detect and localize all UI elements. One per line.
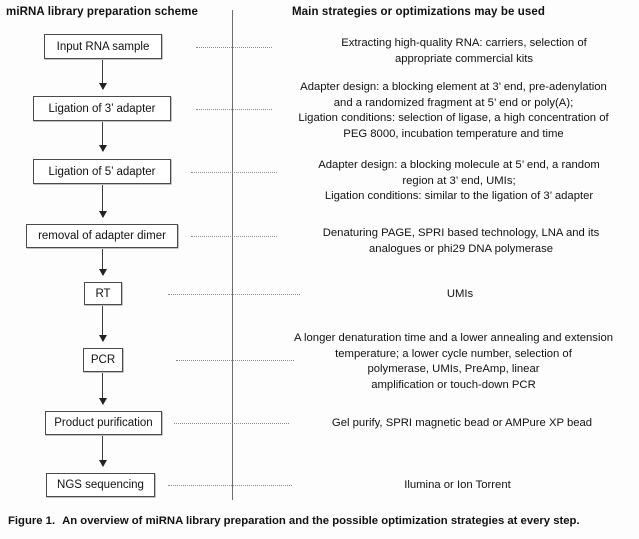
note-line: PEG 8000, incubation temperature and tim… (343, 127, 564, 140)
arrow-ligation5-to-removal (98, 185, 107, 218)
arrow-rt-to-pcr (98, 306, 107, 342)
note-line: UMIs (446, 288, 474, 300)
note-removal-adapter-dimer: Denaturing PAGE, SPRI based technology, … (285, 226, 637, 257)
connector-input-rna-sample (196, 47, 272, 48)
note-line: Gel purify, SPRI magnetic bead or AMPure… (331, 417, 593, 429)
note-product-purification: Gel purify, SPRI magnetic bead or AMPure… (288, 416, 636, 432)
flow-box-input-rna-sample: Input RNA sample (44, 34, 162, 59)
flow-box-ligation-5-adapter: Ligation of 5’ adapter (33, 159, 171, 184)
flow-box-ngs-sequencing: NGS sequencing (46, 473, 155, 497)
arrow-purification-to-ngs (98, 436, 107, 467)
note-line: amplification or touch-down PCR (371, 378, 536, 391)
arrow-removal-to-rt (98, 249, 107, 276)
note-line: Denaturing PAGE, SPRI based technology, … (322, 227, 600, 239)
flow-box-product-purification: Product purification (45, 411, 162, 435)
note-line: Ilumina or Ion Torrent (404, 479, 511, 491)
connector-rt (168, 294, 300, 295)
note-line: appropriate commercial kits (394, 52, 534, 65)
right-column-heading: Main strategies or optimizations may be … (292, 6, 545, 18)
note-input-rna-sample: Extracting high-quality RNA: carriers, s… (290, 36, 638, 67)
note-line: and a randomized fragment at 5’ end or p… (333, 96, 574, 109)
note-line: Extracting high-quality RNA: carriers, s… (341, 37, 587, 49)
arrow-pcr-to-purification (98, 373, 107, 405)
note-line: analogues or phi29 DNA polymerase (369, 242, 553, 255)
note-line: A longer denaturation time and a lower a… (293, 332, 614, 344)
connector-ngs-sequencing (168, 485, 292, 486)
connector-ligation-5-adapter (191, 172, 277, 173)
note-rt: UMIs (330, 287, 590, 303)
note-pcr: A longer denaturation time and a lower a… (268, 331, 639, 393)
note-ngs-sequencing: Ilumina or Ion Torrent (320, 478, 595, 494)
flow-box-rt: RT (84, 282, 122, 305)
flow-box-ligation-3-adapter: Ligation of 3’ adapter (33, 96, 171, 121)
note-line: Adapter design: a blocking molecule at 5… (318, 159, 600, 171)
connector-removal-adapter-dimer (191, 236, 277, 237)
figure-caption: Figure 1. An overview of miRNA library pr… (8, 515, 633, 527)
left-column-heading: miRNA library preparation scheme (6, 6, 198, 18)
note-line: polymerase, UMIs, PreAmp, linear (367, 363, 540, 375)
arrow-ligation3-to-ligation5 (98, 122, 107, 152)
note-line: Ligation conditions: similar to the liga… (324, 190, 594, 202)
note-line: Ligation conditions: selection of ligase… (298, 112, 609, 124)
note-line: temperature; a lower cycle number, selec… (335, 347, 572, 360)
flow-box-pcr: PCR (83, 348, 123, 372)
figure-caption-text: An overview of miRNA library preparation… (62, 515, 580, 527)
connector-ligation-3-adapter (196, 109, 272, 110)
connector-pcr (176, 360, 294, 361)
arrow-input-to-ligation3 (98, 60, 107, 90)
flow-box-removal-adapter-dimer: removal of adapter dimer (26, 224, 178, 248)
note-ligation-3-adapter: Adapter design: a blocking element at 3’… (268, 80, 639, 142)
note-line: Adapter design: a blocking element at 3’… (300, 81, 607, 93)
figure-caption-label: Figure 1. (8, 515, 56, 527)
note-ligation-5-adapter: Adapter design: a blocking molecule at 5… (280, 158, 638, 205)
note-line: region at 3’ end, UMIs; (402, 174, 516, 187)
column-divider-line (232, 10, 233, 500)
connector-product-purification (174, 423, 289, 424)
